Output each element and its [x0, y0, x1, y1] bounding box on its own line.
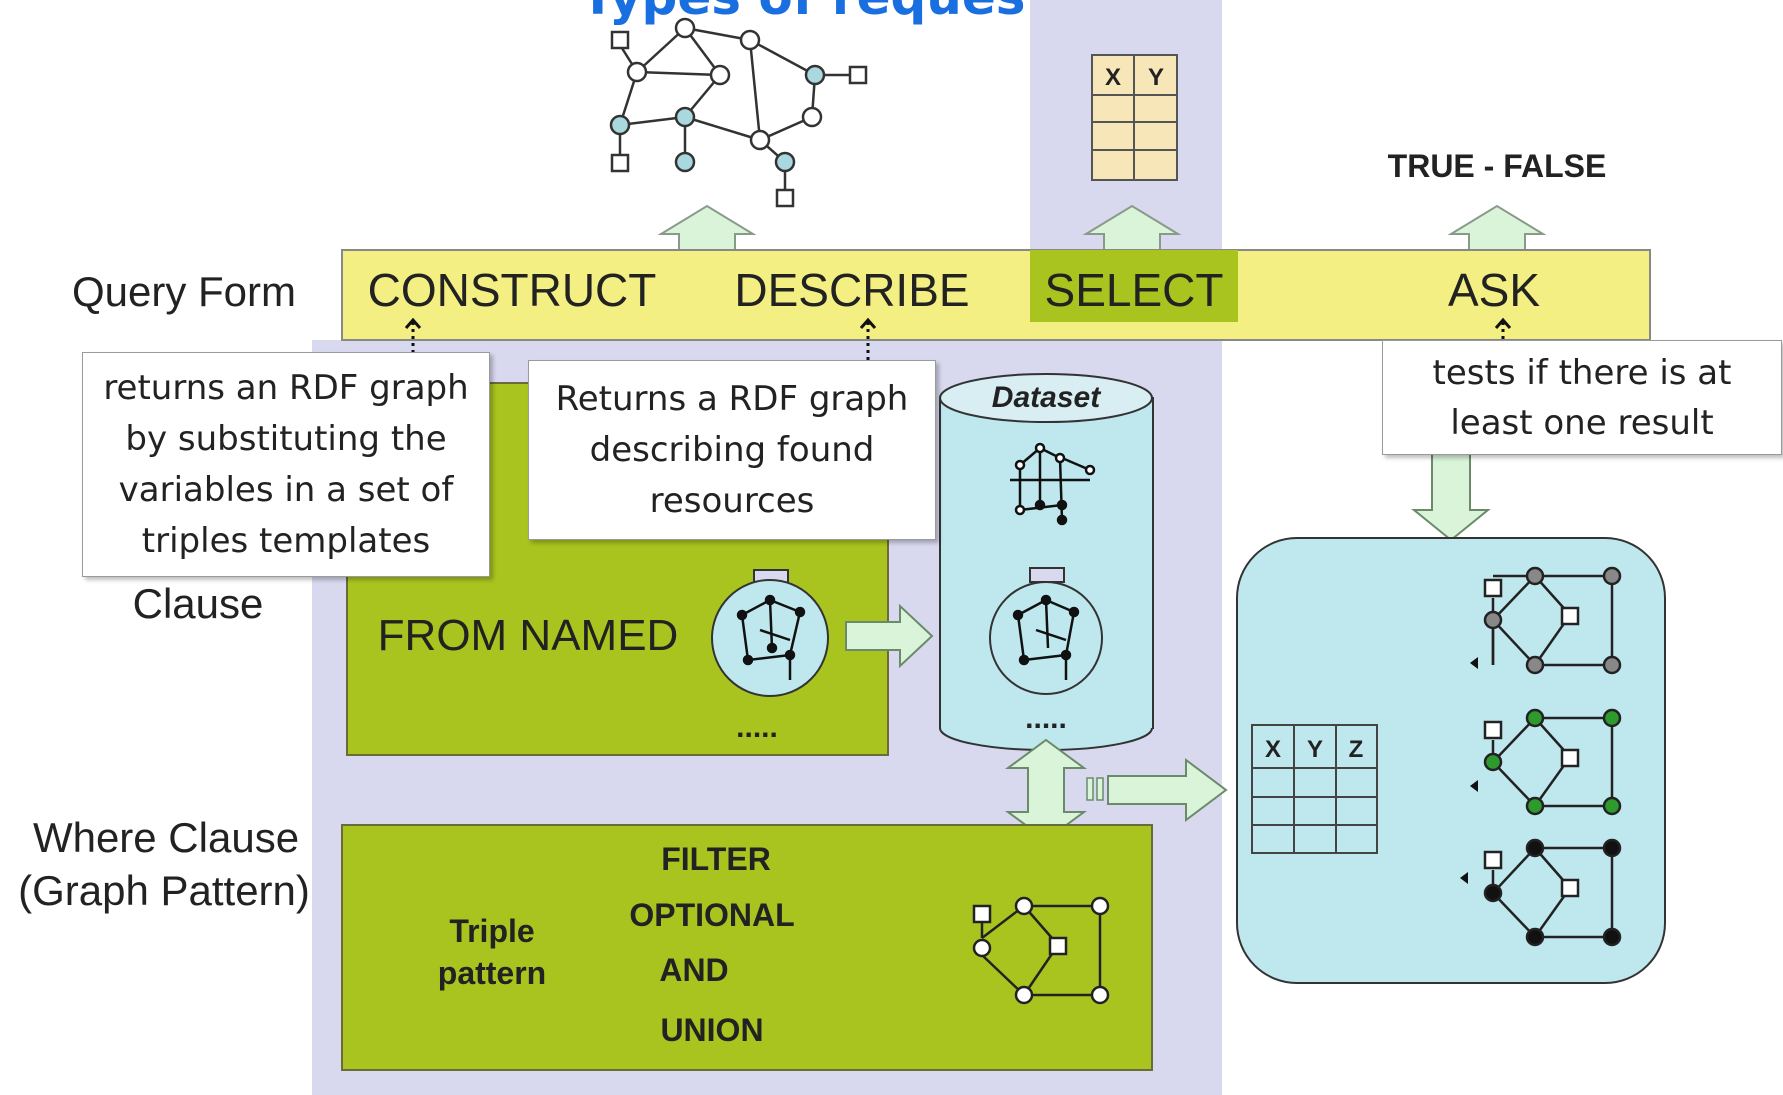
dataset-graph-icon — [1010, 442, 1096, 526]
dataset-title: Dataset — [992, 381, 1102, 414]
match-graph-black — [1460, 838, 1622, 947]
describe-callout: Returns a RDF graph describing found res… — [528, 360, 936, 540]
dataset-ellipsis: ..... — [1025, 702, 1067, 735]
named-graph-icon — [711, 569, 829, 697]
select-result-table: X Y — [1091, 54, 1178, 181]
from-named-label: FROM NAMED — [378, 611, 679, 660]
query-form-label: Query Form — [72, 268, 296, 315]
dataset-named-graph-icon — [989, 567, 1103, 695]
query-form-bar — [341, 249, 1651, 341]
where-clause-label: Where Clause — [33, 814, 299, 861]
from-named-ellipsis: ..... — [736, 711, 778, 744]
where-clause-block — [341, 824, 1153, 1071]
clause-label: Clause — [133, 580, 264, 627]
query-form-construct: CONSTRUCT — [368, 264, 657, 316]
select-table-col-x: X — [1105, 64, 1121, 91]
results-table-col-y: Y — [1307, 736, 1323, 763]
results-arrow — [1086, 758, 1228, 822]
where-and: AND — [659, 952, 728, 988]
where-union: UNION — [660, 1012, 763, 1048]
query-form-describe: DESCRIBE — [734, 264, 969, 316]
where-filter: FILTER — [661, 841, 771, 877]
ask-callout: tests if there is at least one result — [1382, 340, 1782, 455]
results-table-col-x: X — [1265, 736, 1281, 763]
query-form-select: SELECT — [1045, 264, 1224, 316]
results-box — [1236, 537, 1666, 984]
result-graph-icon — [609, 17, 868, 208]
from-to-dataset-arrow — [845, 603, 934, 669]
match-graph-green — [1470, 708, 1622, 816]
where-triple: Triple — [449, 913, 534, 949]
diagram-title: Types of requests — [581, 0, 1079, 26]
select-highlight — [1030, 250, 1238, 322]
ask-result-label: TRUE - FALSE — [1388, 148, 1607, 184]
callout-pointers — [404, 317, 1512, 360]
pattern-graph-icon — [972, 896, 1110, 1005]
where-pattern: pattern — [438, 955, 546, 991]
where-optional: OPTIONAL — [629, 897, 794, 933]
query-form-ask: ASK — [1448, 264, 1540, 316]
select-table-col-y: Y — [1148, 64, 1164, 91]
results-table-col-z: Z — [1349, 736, 1364, 763]
match-graph-gray — [1470, 566, 1622, 675]
construct-callout: returns an RDF graph by substituting the… — [82, 352, 490, 577]
results-table: X Y Z — [1251, 724, 1378, 854]
graph-pattern-label: (Graph Pattern) — [18, 867, 310, 914]
ask-down-arrow — [1411, 439, 1491, 542]
